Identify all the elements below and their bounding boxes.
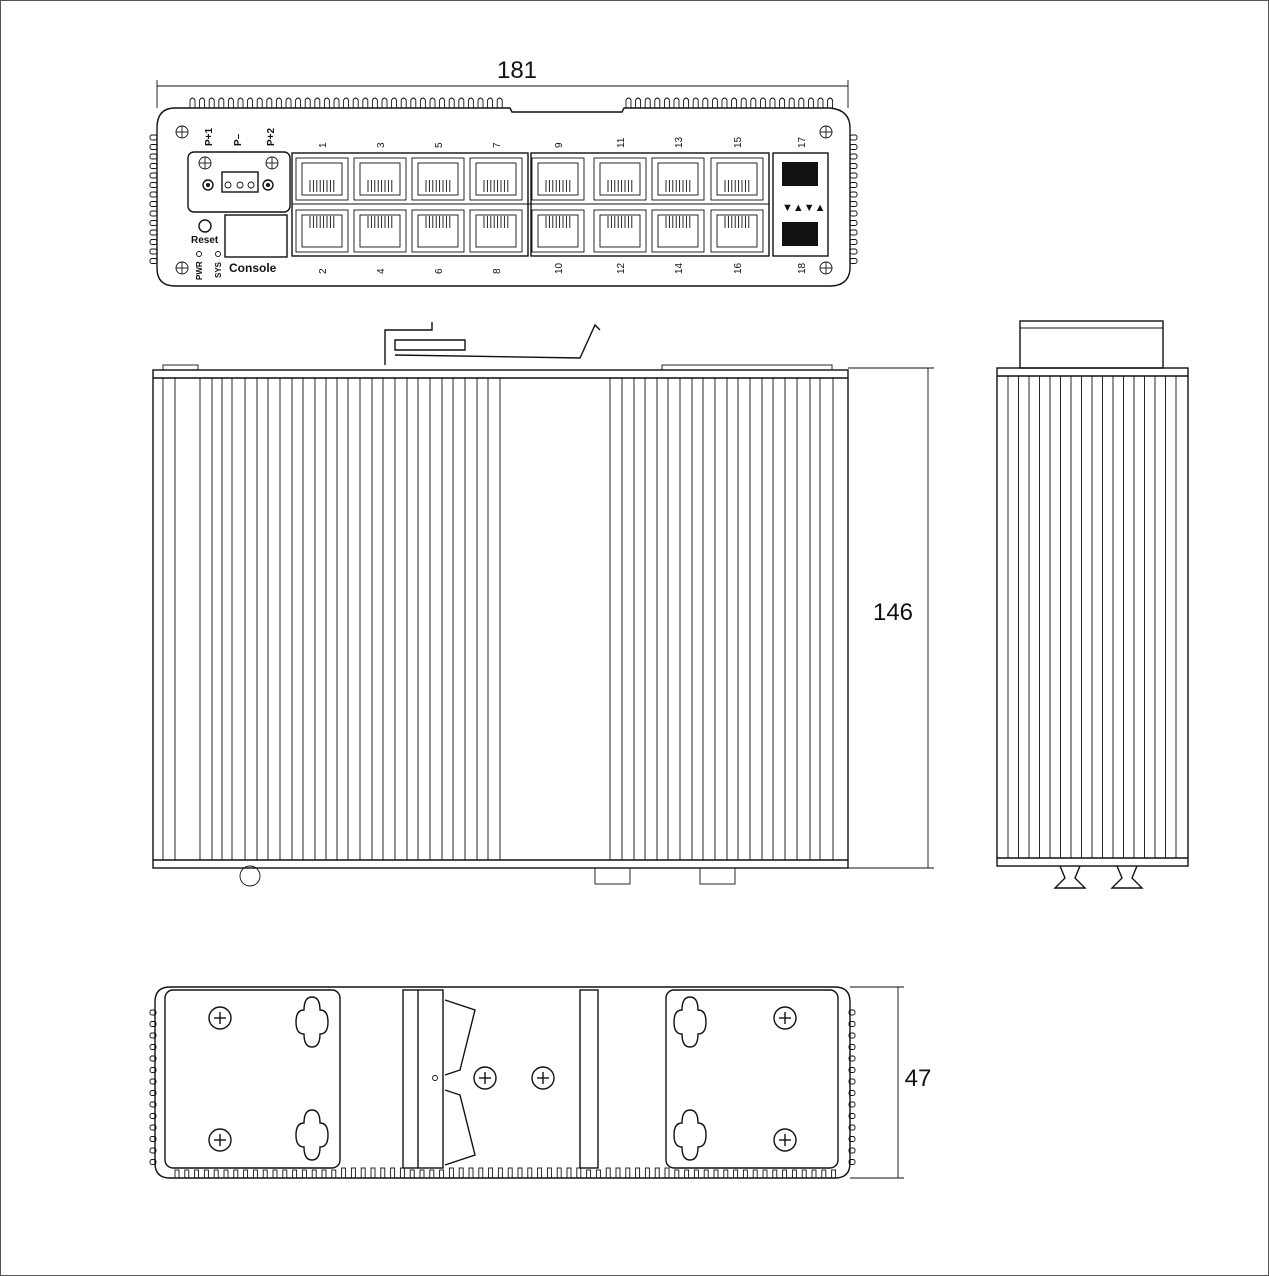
port-group-1 [291, 152, 529, 257]
width-label: 181 [497, 57, 537, 84]
port-label-6: 6 [434, 268, 445, 274]
rj45-port-4 [353, 209, 407, 253]
label-p1: P+1 [204, 127, 215, 146]
screw-icon [773, 1006, 797, 1030]
console-label: Console [229, 261, 277, 275]
keyhole-slot [673, 996, 707, 1048]
port-label-10: 10 [554, 262, 565, 274]
rj45-port-11 [593, 157, 647, 201]
sfp-port-18 [782, 222, 818, 246]
side-view [152, 322, 849, 887]
sfp-led-icons: ▼▲▼▲ [782, 202, 826, 214]
port-label-8: 8 [492, 268, 503, 274]
screw-icon [773, 1128, 797, 1152]
sys-led-label: SYS [214, 261, 223, 278]
port-label-12: 12 [616, 262, 627, 274]
sys-led [215, 251, 221, 257]
console-port [224, 214, 288, 258]
rj45-port-9 [531, 157, 585, 201]
sfp-cage [772, 152, 829, 257]
port-group-2 [530, 152, 770, 257]
sfp-port-17 [782, 162, 818, 186]
port-label-17: 17 [797, 136, 808, 148]
rj45-port-13 [651, 157, 705, 201]
height-label: 47 [905, 1065, 932, 1092]
keyhole-slot [295, 996, 329, 1048]
width-dimension: 181 [156, 57, 849, 108]
rj45-port-10 [531, 209, 585, 253]
rj45-port-5 [411, 157, 465, 201]
port-label-16: 16 [733, 262, 744, 274]
rj45-port-14 [651, 209, 705, 253]
screw-icon [208, 1006, 232, 1030]
din-rail-clip [384, 322, 601, 365]
mounting-plate-right [665, 989, 839, 1169]
port-label-2: 2 [318, 268, 329, 274]
port-label-4: 4 [376, 268, 387, 274]
port-label-1: 1 [318, 142, 329, 148]
rj45-port-1 [295, 157, 349, 201]
front-panel-view: P+1 P– P+2 Reset PWR SYS Console ▼▲▼▲ 17… [149, 97, 858, 287]
port-label-5: 5 [434, 142, 445, 148]
rj45-port-8 [469, 209, 523, 253]
port-label-3: 3 [376, 142, 387, 148]
din-rail-bracket [402, 989, 444, 1169]
label-p2: P+2 [266, 127, 277, 146]
port-label-15: 15 [733, 136, 744, 148]
height-dimension: 47 [850, 986, 932, 1179]
length-dimension: 146 [848, 367, 934, 869]
port-label-9: 9 [554, 142, 565, 148]
length-label: 146 [873, 599, 913, 626]
screw-icon [208, 1128, 232, 1152]
pwr-led-label: PWR [195, 261, 204, 280]
bottom-view [149, 986, 856, 1179]
rj45-port-7 [469, 157, 523, 201]
screw-icon [473, 1066, 497, 1090]
port-label-7: 7 [492, 142, 503, 148]
power-connector [221, 171, 259, 193]
port-label-13: 13 [674, 136, 685, 148]
keyhole-slot [295, 1109, 329, 1161]
pwr-led [196, 251, 202, 257]
port-label-14: 14 [674, 262, 685, 274]
end-view [996, 320, 1189, 889]
label-p-minus: P– [233, 133, 244, 146]
reset-label: Reset [191, 235, 219, 246]
rj45-port-15 [710, 157, 764, 201]
power-terminal-block [187, 151, 291, 213]
rj45-port-2 [295, 209, 349, 253]
reset-button[interactable] [198, 219, 212, 233]
rj45-port-3 [353, 157, 407, 201]
rj45-port-6 [411, 209, 465, 253]
rj45-port-12 [593, 209, 647, 253]
mounting-plate-left [164, 989, 341, 1169]
rj45-port-16 [710, 209, 764, 253]
screw-icon [531, 1066, 555, 1090]
port-label-11: 11 [616, 137, 627, 148]
keyhole-slot [673, 1109, 707, 1161]
port-label-18: 18 [797, 262, 808, 274]
